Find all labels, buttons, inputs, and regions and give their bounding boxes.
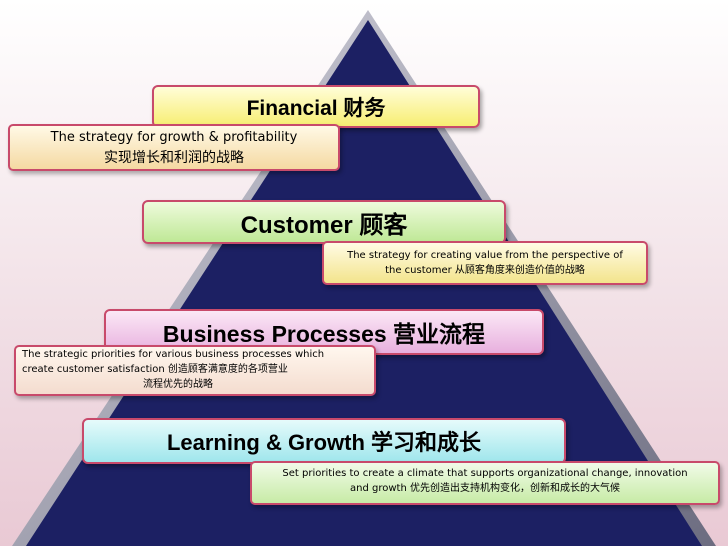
financial-title: Financial 财务 (246, 96, 386, 120)
business-processes-note-line: The strategic priorities for various bus… (22, 349, 325, 360)
financial-level-label: Financial 财务 (152, 85, 480, 128)
customer-title: Customer 顾客 (240, 211, 408, 239)
learning-growth-title: Learning & Growth 学习和成长 (166, 430, 482, 455)
learning-growth-note-line: and growth 优先创造出支持机构变化，创新和成长的大气候 (350, 483, 620, 494)
customer-note-line: The strategy for creating value from the… (347, 250, 623, 261)
customer-note: The strategy for creating value from the… (322, 241, 648, 285)
financial-note-line: The strategy for growth & profitability (50, 130, 298, 145)
business-processes-note-line: create customer satisfaction 创造顾客满意度的各项营… (22, 364, 288, 375)
business-processes-title: Business Processes 营业流程 (162, 321, 486, 347)
business-processes-note-line: 流程优先的战略 (143, 379, 213, 390)
learning-growth-level-label: Learning & Growth 学习和成长 (82, 418, 566, 464)
customer-note-line: the customer 从顾客角度来创造价值的战略 (385, 265, 585, 276)
learning-growth-note: Set priorities to create a climate that … (250, 461, 720, 505)
customer-level-label: Customer 顾客 (142, 200, 506, 244)
learning-growth-note-line: Set priorities to create a climate that … (282, 468, 688, 479)
financial-note: The strategy for growth & profitability … (8, 124, 340, 171)
financial-note-line: 实现增长和利润的战略 (104, 149, 244, 166)
business-processes-note: The strategic priorities for various bus… (14, 345, 376, 396)
